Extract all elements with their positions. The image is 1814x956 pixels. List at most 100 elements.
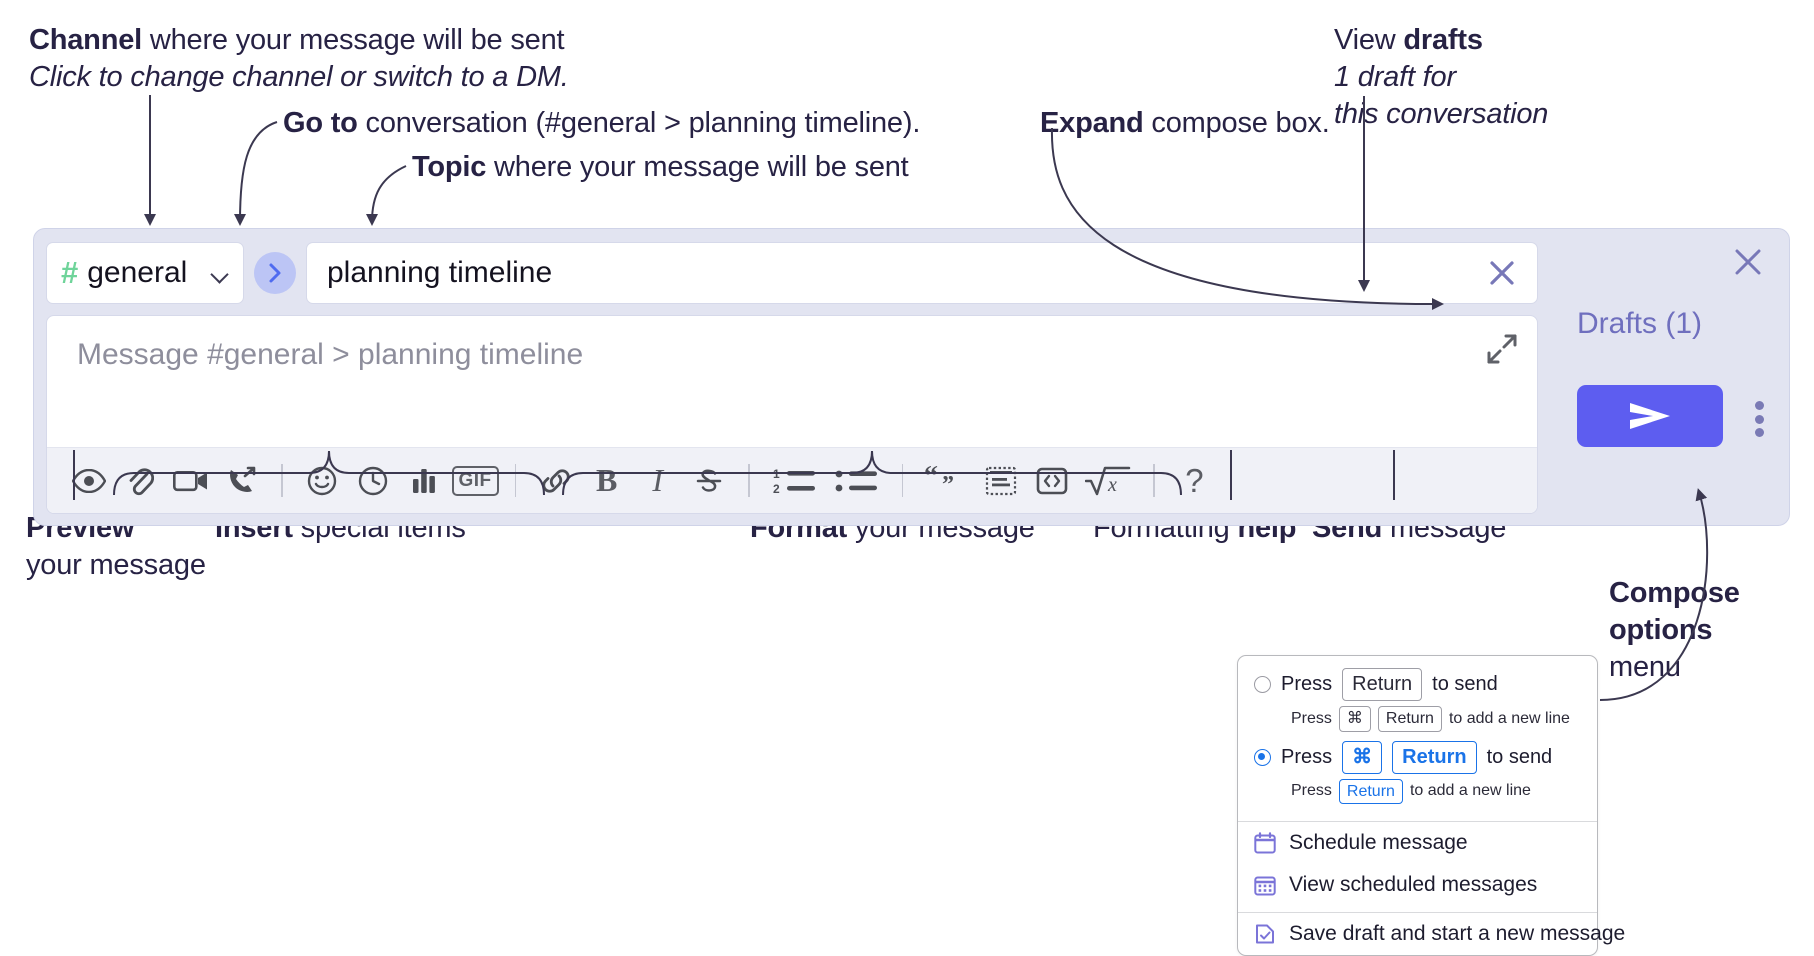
send-paper-plane-icon <box>1630 403 1670 429</box>
record-audio-button[interactable] <box>216 455 267 507</box>
strikethrough-button[interactable] <box>683 455 734 507</box>
svg-text:”: ” <box>942 472 954 496</box>
menu-item-view-scheduled-messages[interactable]: View scheduled messages <box>1238 864 1597 906</box>
topic-field[interactable]: planning timeline <box>306 242 1538 304</box>
code-block-button[interactable] <box>975 455 1026 507</box>
sub-suffix: to add a new line <box>1409 782 1531 800</box>
annotation-topic-bold: Topic <box>412 151 487 183</box>
radio-prefix: Press <box>1281 745 1333 768</box>
math-button[interactable]: x <box>1077 455 1139 507</box>
expand-diagonal-icon[interactable] <box>1485 332 1519 366</box>
quote-icon: “ ” <box>924 466 954 496</box>
radio-option-cmd-return-to-send[interactable]: Press ⌘ Return to send <box>1254 740 1581 774</box>
formatting-help-button[interactable]: ? <box>1169 455 1220 507</box>
phone-forward-icon <box>229 466 255 492</box>
attach-file-button[interactable] <box>114 455 165 507</box>
annotation-preview-rest: your message <box>26 549 206 582</box>
sub-prefix: Press <box>1291 709 1332 727</box>
menu-item-schedule-message[interactable]: Schedule message <box>1238 822 1597 864</box>
svg-text:2: 2 <box>773 482 780 495</box>
annotation-compose-options-bold1: Compose <box>1609 577 1740 609</box>
eye-icon <box>71 468 106 493</box>
more-vertical-icon-dot-1 <box>1754 401 1764 410</box>
more-vertical-icon-dot-2 <box>1754 414 1764 424</box>
drafts-link[interactable]: Drafts (1) <box>1577 307 1703 340</box>
goto-conversation-button[interactable] <box>254 252 296 294</box>
annotation-compose-options-bold2: options <box>1609 614 1713 647</box>
code-block-icon <box>985 466 1016 495</box>
radio-option-1-sublabel: Press ⌘ Return to add a new line <box>1291 706 1581 732</box>
blockquote-button[interactable]: “ ” <box>917 455 975 507</box>
save-draft-icon <box>1256 924 1274 944</box>
key-command: ⌘ <box>1338 706 1371 732</box>
send-button[interactable] <box>1577 385 1723 447</box>
send-shortcut-options: Press Return to send Press ⌘ Return to a… <box>1238 656 1597 815</box>
compose-options-button[interactable] <box>1743 399 1775 439</box>
chevron-down-icon <box>211 268 229 278</box>
more-vertical-icon-dot-3 <box>1754 428 1764 437</box>
sub-suffix: to add a new line <box>1448 709 1570 727</box>
compose-options-menu: Press Return to send Press ⌘ Return to a… <box>1237 655 1625 956</box>
radio-option-2-sublabel: Press Return to add a new line <box>1291 778 1581 805</box>
separator-1 <box>281 464 283 497</box>
annotation-goto: Go to conversation (#general > planning … <box>283 105 920 142</box>
gif-button[interactable]: GIF <box>450 455 501 507</box>
close-icon[interactable] <box>1485 256 1519 290</box>
annotation-channel-italic: Click to change channel or switch to a D… <box>29 61 569 94</box>
topic-input[interactable]: planning timeline <box>327 256 553 289</box>
bulleted-list-icon <box>835 470 877 491</box>
svg-text:1: 1 <box>773 467 780 481</box>
channel-picker[interactable]: # general <box>46 242 244 304</box>
annotation-channel: Channel where your message will be sent … <box>29 22 569 96</box>
annotation-goto-rest: conversation (#general > planning timeli… <box>357 107 921 139</box>
gif-label: GIF <box>451 465 499 496</box>
link-button[interactable] <box>530 455 581 507</box>
paperclip-icon <box>129 467 154 495</box>
annotation-drafts-line2: 1 draft for <box>1334 61 1456 94</box>
schedule-clock-button[interactable] <box>348 455 399 507</box>
link-icon <box>542 468 570 493</box>
annotation-topic: Topic where your message will be sent <box>412 149 909 186</box>
key-return: Return <box>1342 668 1423 701</box>
sub-prefix: Press <box>1291 782 1332 800</box>
annotation-drafts: View drafts 1 draft for this conversatio… <box>1334 22 1548 133</box>
hash-icon: # <box>61 254 79 290</box>
key-return: Return <box>1338 778 1403 805</box>
compose-panel: # general planning timeline Message #gen… <box>33 228 1790 526</box>
annotation-compose-options: Compose options menu <box>1609 575 1740 686</box>
calendar-grid-icon <box>1254 876 1276 896</box>
compose-main-area: # general planning timeline Message #gen… <box>46 242 1538 514</box>
bulleted-list-button[interactable] <box>826 455 888 507</box>
poll-button[interactable] <box>399 455 450 507</box>
italic-icon: I <box>652 462 664 498</box>
menu-divider <box>1238 912 1597 914</box>
bold-button[interactable]: B <box>581 455 632 507</box>
message-input-area[interactable]: Message #general > planning timeline <box>46 315 1538 514</box>
annotation-expand-rest: compose box. <box>1143 107 1330 139</box>
bar-chart-icon <box>413 468 435 493</box>
formatting-toolbar: GIF B I <box>47 447 1537 513</box>
chevron-right-icon <box>269 263 281 283</box>
annotation-drafts-line3: this conversation <box>1334 98 1549 131</box>
menu-divider <box>1238 821 1597 823</box>
key-command: ⌘ <box>1342 740 1383 774</box>
ordered-list-button[interactable]: 1 2 <box>764 455 826 507</box>
emoji-button[interactable] <box>297 455 348 507</box>
smiley-icon <box>307 466 337 495</box>
radio-option-return-to-send[interactable]: Press Return to send <box>1254 668 1581 701</box>
italic-button[interactable]: I <box>632 455 683 507</box>
annotation-goto-bold: Go to <box>283 107 358 139</box>
code-brackets-icon <box>1036 467 1068 494</box>
question-mark-icon: ? <box>1185 461 1204 499</box>
preview-button[interactable] <box>63 455 114 507</box>
compose-top-row: # general planning timeline <box>46 242 1538 304</box>
close-icon[interactable] <box>1731 245 1765 279</box>
radio-button-selected[interactable] <box>1254 748 1271 766</box>
separator-2 <box>514 464 517 497</box>
drafts-column: Drafts (1) <box>1536 229 1789 527</box>
inline-code-button[interactable] <box>1026 455 1077 507</box>
record-video-button[interactable] <box>165 455 216 507</box>
radio-button-unselected[interactable] <box>1254 676 1271 693</box>
ordered-list-icon: 1 2 <box>773 467 815 495</box>
menu-item-save-draft[interactable]: Save draft and start a new message <box>1238 913 1625 955</box>
